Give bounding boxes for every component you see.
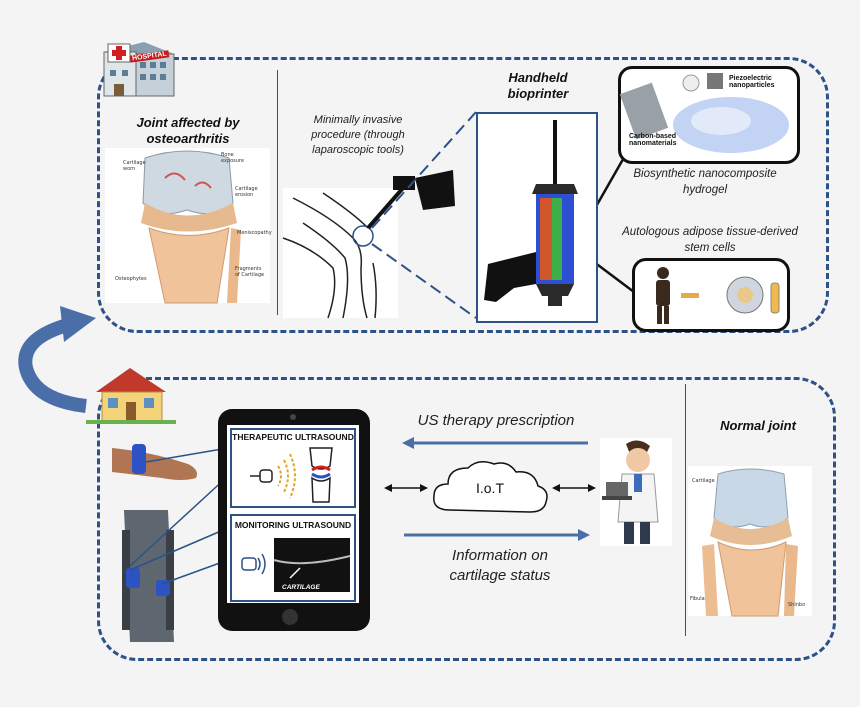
- info-text: Information on cartilage status: [449, 547, 551, 584]
- hydrogel-text: Biosynthetic nanocomposite hydrogel: [633, 168, 777, 196]
- oa-label-2: Cartilage erosion: [235, 186, 258, 198]
- normal-label-2: Shinbo: [788, 602, 806, 608]
- monitoring-title: MONITORING ULTRASOUND: [234, 520, 352, 530]
- therapeutic-title: THERAPEUTIC ULTRASOUND: [232, 432, 354, 442]
- normal-label-0: Cartilage: [692, 478, 715, 484]
- tablet: THERAPEUTIC ULTRASOUND MONITORING ULTRAS…: [218, 409, 370, 631]
- iot-cloud: I.o.T: [428, 458, 552, 520]
- tablet-camera: [290, 414, 296, 420]
- stem-cells-box: [632, 258, 790, 332]
- monitoring-panel[interactable]: MONITORING ULTRASOUND CARTILAGE: [230, 514, 356, 602]
- oa-label-5: Fragments of Cartilage: [235, 266, 265, 278]
- tablet-home-button[interactable]: [282, 609, 298, 625]
- oa-joint-illustration: Cartilage worn Bone exposure Cartilage e…: [105, 148, 272, 304]
- tablet-screen: THERAPEUTIC ULTRASOUND MONITORING ULTRAS…: [227, 425, 359, 603]
- home-panel: [97, 377, 836, 661]
- joint-oa-title: Joint affected by osteoarthritis: [136, 115, 240, 146]
- piezo-label: Piezoelectric nanoparticles: [729, 75, 775, 89]
- wrist-wearable: [112, 438, 202, 494]
- hospital-icon: HOSPITAL: [100, 40, 176, 98]
- normal-joint-illustration: Cartilage Fibula Shinbo: [688, 466, 812, 617]
- oa-label-4: Osteophytes: [115, 276, 147, 282]
- normal-joint-title: Normal joint: [720, 418, 796, 433]
- procedure-text: Minimally invasive procedure (through la…: [311, 114, 405, 156]
- stem-cells-text: Autologous adipose tissue-derived stem c…: [622, 226, 798, 254]
- house-icon: [86, 364, 176, 424]
- oa-label-0: Cartilage worn: [123, 160, 146, 172]
- oa-label-3: Meniscopathy: [237, 230, 272, 236]
- divider-top-1: [277, 70, 278, 315]
- iot-label: I.o.T: [475, 480, 504, 496]
- bioprinter-box: [476, 112, 598, 323]
- prescription-text: US therapy prescription: [417, 412, 575, 429]
- bioprinter-title: Handheld bioprinter: [507, 70, 569, 101]
- cartilage-ultrasound-label: CARTILAGE: [282, 584, 320, 591]
- carbon-label: Carbon-based nanomaterials: [629, 133, 677, 147]
- doctor-figure: [600, 438, 672, 546]
- laparoscopy-sketch: [282, 168, 463, 319]
- hydrogel-box: Piezoelectric nanoparticles Carbon-based…: [618, 66, 800, 164]
- divider-bottom: [685, 384, 686, 636]
- hospital-panel: [97, 57, 829, 333]
- therapeutic-panel[interactable]: THERAPEUTIC ULTRASOUND: [230, 428, 356, 508]
- knee-brace: [116, 510, 180, 642]
- oa-label-1: Bone exposure: [221, 152, 244, 164]
- normal-label-1: Fibula: [690, 596, 705, 602]
